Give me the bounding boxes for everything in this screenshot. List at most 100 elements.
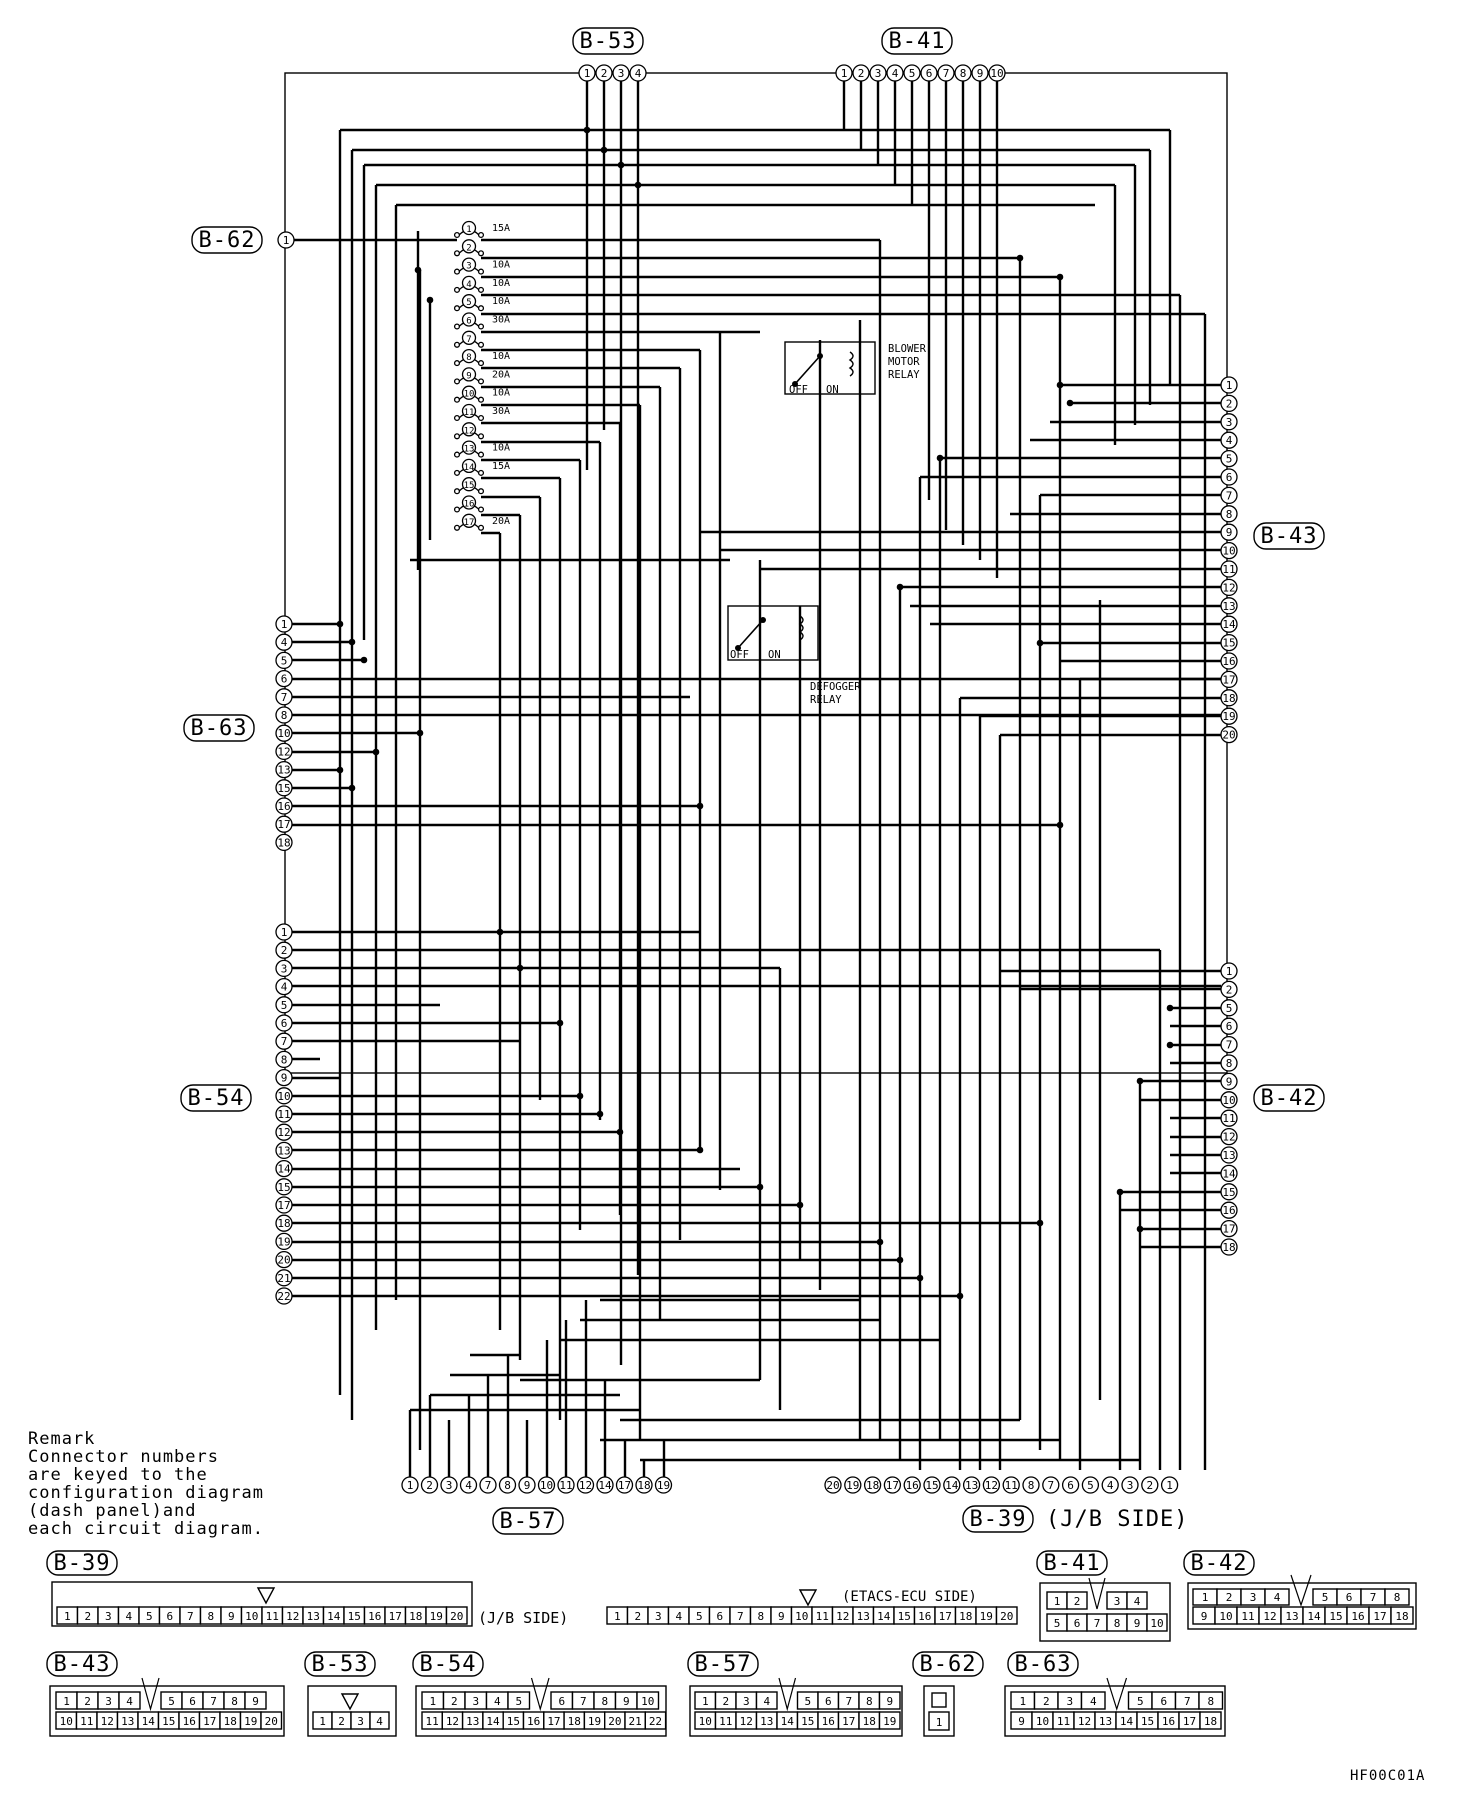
svg-text:14: 14 xyxy=(781,1715,795,1728)
svg-text:17: 17 xyxy=(277,1199,290,1212)
svg-text:15: 15 xyxy=(507,1715,520,1728)
svg-text:8: 8 xyxy=(1028,1479,1035,1492)
svg-text:10A: 10A xyxy=(492,260,510,271)
svg-text:12: 12 xyxy=(740,1715,753,1728)
b42-pin: 12 xyxy=(1220,1127,1238,1146)
wire-junction-dot xyxy=(556,1019,564,1027)
svg-text:13: 13 xyxy=(277,1144,290,1157)
svg-text:3: 3 xyxy=(1226,416,1233,429)
b54-pin: 7 xyxy=(275,1032,293,1050)
svg-text:13: 13 xyxy=(307,1610,320,1623)
svg-text:1: 1 xyxy=(64,1610,71,1623)
svg-text:18: 18 xyxy=(277,836,290,849)
svg-text:2: 2 xyxy=(1226,1591,1233,1604)
b54-pin: 2 xyxy=(275,941,293,959)
svg-text:10: 10 xyxy=(1036,1715,1049,1728)
svg-text:8: 8 xyxy=(960,67,967,80)
svg-text:18: 18 xyxy=(637,1479,650,1492)
svg-text:18: 18 xyxy=(1204,1715,1217,1728)
wire-junction-dot xyxy=(516,964,524,972)
legend-b62-title: B-62 xyxy=(912,1651,984,1677)
svg-text:7: 7 xyxy=(1047,1479,1054,1492)
svg-text:13: 13 xyxy=(277,764,290,777)
b39-pin: 15 xyxy=(923,1476,941,1494)
b57-pin: 2 xyxy=(420,1476,439,1494)
wire-junction-dot xyxy=(616,1128,624,1136)
svg-text:10A: 10A xyxy=(492,443,510,454)
b42-pin: 16 xyxy=(1220,1201,1238,1219)
svg-text:15: 15 xyxy=(1222,1186,1235,1199)
svg-text:B-39: B-39 xyxy=(970,1507,1027,1532)
svg-text:5: 5 xyxy=(1087,1479,1094,1492)
svg-text:7: 7 xyxy=(210,1695,217,1708)
svg-text:14: 14 xyxy=(1120,1715,1134,1728)
wire-junction-dot xyxy=(1066,399,1074,407)
b57-pin: 7 xyxy=(479,1476,497,1494)
svg-text:12: 12 xyxy=(985,1479,998,1492)
b54-pin: 11 xyxy=(275,1105,293,1123)
b63-pin: 4 xyxy=(275,633,293,651)
svg-text:2: 2 xyxy=(1074,1595,1081,1608)
svg-text:(dash panel)and: (dash panel)and xyxy=(28,1501,197,1521)
svg-text:9: 9 xyxy=(1018,1715,1025,1728)
wire-junction-dot xyxy=(936,454,944,462)
svg-text:B-43: B-43 xyxy=(54,1652,111,1677)
svg-text:13: 13 xyxy=(1285,1610,1298,1623)
b39-pin: 18 xyxy=(863,1476,882,1494)
b42-pin: 18 xyxy=(1220,1238,1238,1256)
svg-text:14: 14 xyxy=(598,1479,612,1492)
svg-text:7: 7 xyxy=(737,1610,744,1623)
b43-pin: 16 xyxy=(1220,652,1238,670)
svg-text:5: 5 xyxy=(515,1695,522,1708)
svg-text:4: 4 xyxy=(1134,1595,1141,1608)
svg-text:6: 6 xyxy=(825,1695,832,1708)
svg-text:18: 18 xyxy=(959,1610,972,1623)
svg-text:RELAY: RELAY xyxy=(888,369,920,381)
svg-text:B-41: B-41 xyxy=(889,29,946,54)
svg-text:10: 10 xyxy=(1150,1617,1163,1630)
svg-text:3: 3 xyxy=(1127,1479,1134,1492)
svg-text:4: 4 xyxy=(465,1479,472,1492)
b42-pin: 14 xyxy=(1220,1164,1238,1183)
svg-text:16: 16 xyxy=(368,1610,381,1623)
svg-text:6: 6 xyxy=(1346,1591,1353,1604)
svg-text:B-39: B-39 xyxy=(54,1551,111,1576)
b57-pin: 12 xyxy=(576,1476,595,1494)
svg-text:15: 15 xyxy=(925,1479,938,1492)
b54-pin: 18 xyxy=(275,1214,293,1232)
svg-text:8: 8 xyxy=(866,1695,873,1708)
svg-text:6: 6 xyxy=(926,67,933,80)
svg-text:8: 8 xyxy=(281,1053,288,1066)
svg-text:8: 8 xyxy=(466,353,471,363)
b63-pin: 5 xyxy=(275,651,293,670)
svg-text:7: 7 xyxy=(466,335,471,345)
svg-text:8: 8 xyxy=(601,1695,608,1708)
svg-text:13: 13 xyxy=(464,445,475,455)
svg-text:16: 16 xyxy=(527,1715,540,1728)
svg-text:15: 15 xyxy=(1141,1715,1154,1728)
svg-text:5: 5 xyxy=(696,1610,703,1623)
svg-text:12: 12 xyxy=(1263,1610,1276,1623)
b63-pin: 1 xyxy=(275,615,293,633)
svg-text:14: 14 xyxy=(877,1610,891,1623)
b43-pin: 18 xyxy=(1220,689,1238,707)
svg-text:15: 15 xyxy=(348,1610,361,1623)
svg-text:2: 2 xyxy=(451,1695,458,1708)
b43-pin: 17 xyxy=(1220,670,1238,689)
svg-text:16: 16 xyxy=(1222,1204,1235,1217)
svg-text:11: 11 xyxy=(1241,1610,1254,1623)
b39-pin: 8 xyxy=(1022,1476,1040,1494)
svg-text:1: 1 xyxy=(702,1695,709,1708)
b54-pin: 12 xyxy=(275,1123,293,1141)
b54-pin: 22 xyxy=(275,1287,293,1305)
b43-pin: 19 xyxy=(1220,707,1238,725)
b57-pin: 10 xyxy=(537,1476,556,1494)
svg-text:8: 8 xyxy=(1226,1057,1233,1070)
b54-pin: 14 xyxy=(275,1159,293,1178)
svg-text:16: 16 xyxy=(277,800,290,813)
b42-pin: 6 xyxy=(1220,1017,1238,1035)
